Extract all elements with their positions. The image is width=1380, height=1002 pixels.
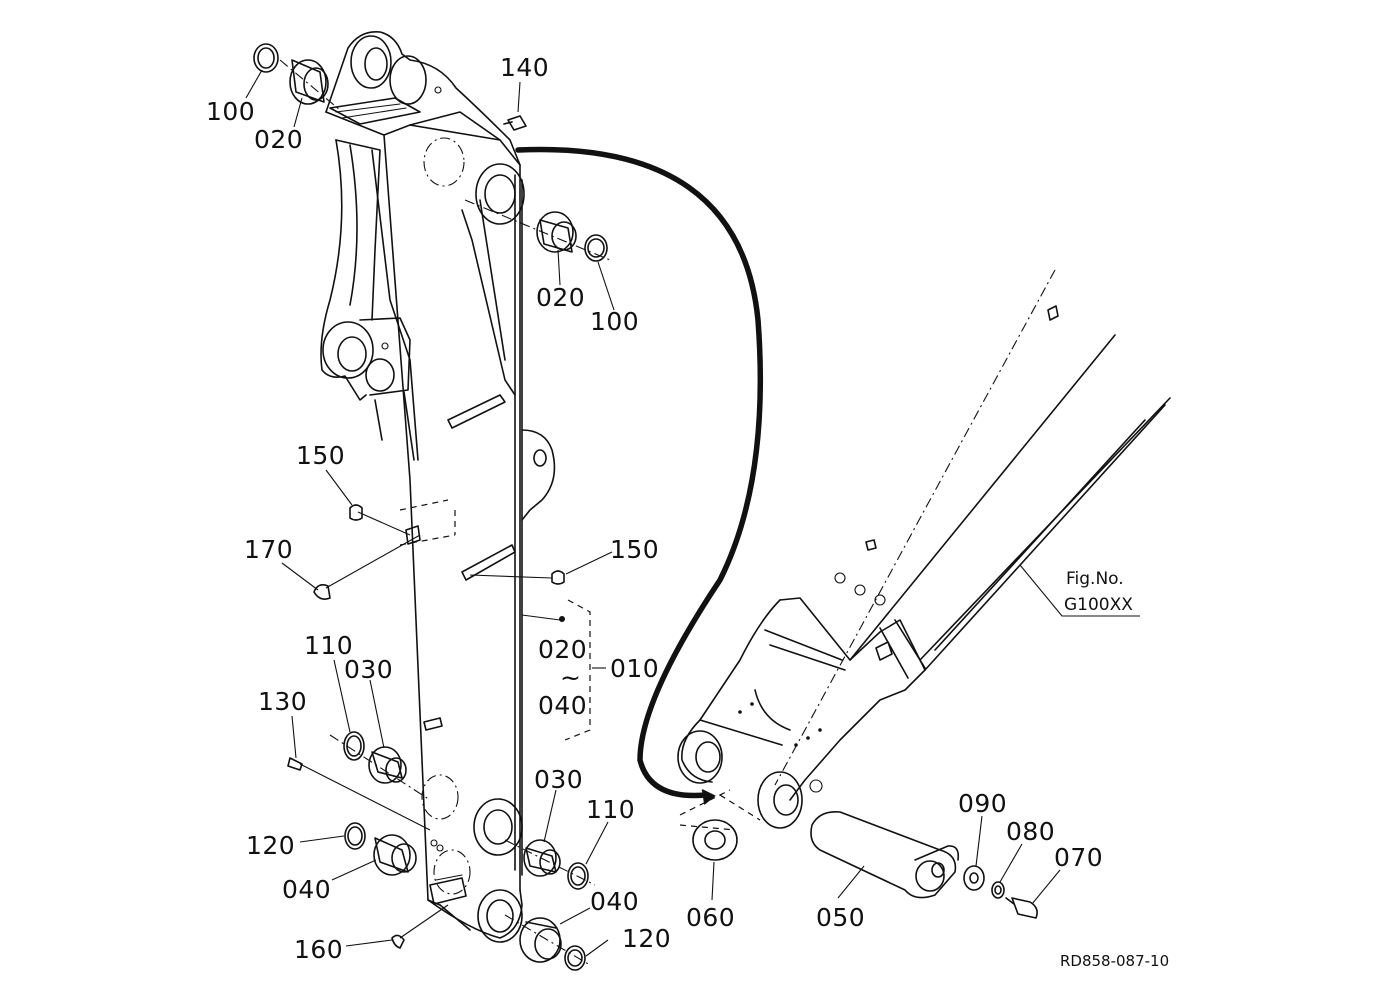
label-p120a: 120 <box>246 831 295 860</box>
arm-assembly <box>320 31 556 943</box>
label-p020c: 020 <box>538 635 587 664</box>
fig-ref-line2: G100XX <box>1064 595 1133 615</box>
label-p100b: 100 <box>590 307 639 336</box>
label-p080: 080 <box>1006 817 1055 846</box>
label-p010: 010 <box>610 654 659 683</box>
part-labels: 100 020 140 020 100 150 170 150 020 ~ 04… <box>206 53 1103 964</box>
label-p030b: 030 <box>534 765 583 794</box>
fig-ref-line1: Fig.No. <box>1066 569 1124 589</box>
label-p020b: 020 <box>536 283 585 312</box>
label-p070: 070 <box>1054 843 1103 872</box>
leader-lines <box>245 69 1140 957</box>
left-parts <box>253 43 449 949</box>
label-p020a: 020 <box>254 125 303 154</box>
right-parts <box>464 115 611 971</box>
figure-reference: Fig.No. G100XX <box>1064 569 1133 615</box>
label-p150a: 150 <box>296 441 345 470</box>
label-p040a: 040 <box>282 875 331 904</box>
label-p140: 140 <box>500 53 549 82</box>
label-p040c: 040 <box>538 691 587 720</box>
label-p150b: 150 <box>610 535 659 564</box>
connection-curve <box>515 146 764 799</box>
label-p060: 060 <box>686 903 735 932</box>
boom-assembly <box>677 269 1171 919</box>
label-p110a: 110 <box>304 631 353 660</box>
label-p050: 050 <box>816 903 865 932</box>
label-p040b: 040 <box>590 887 639 916</box>
label-p170: 170 <box>244 535 293 564</box>
label-range-sep: ~ <box>560 663 581 692</box>
label-p030a: 030 <box>344 655 393 684</box>
label-p120b: 120 <box>622 924 671 953</box>
drawing-id: RD858-087-10 <box>1060 952 1169 970</box>
label-p160: 160 <box>294 935 343 964</box>
label-p130: 130 <box>258 687 307 716</box>
label-p090: 090 <box>958 789 1007 818</box>
label-p100a: 100 <box>206 97 255 126</box>
label-p110b: 110 <box>586 795 635 824</box>
